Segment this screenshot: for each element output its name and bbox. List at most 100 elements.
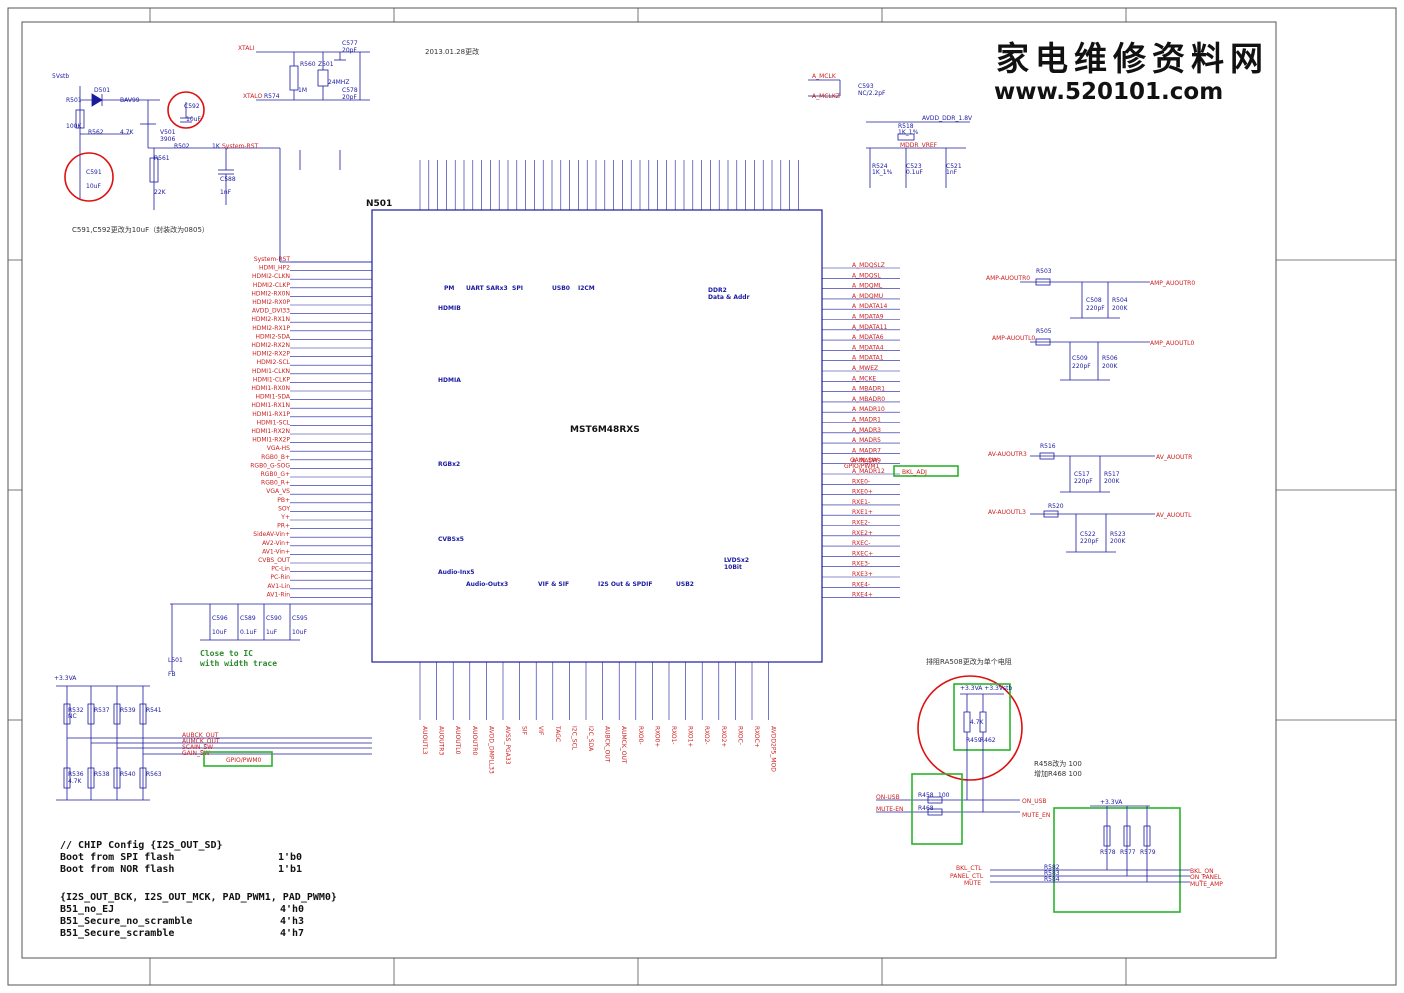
- label-system-rst: System-RST: [222, 143, 259, 150]
- label-c509: C509: [1072, 355, 1088, 362]
- net-label-right: A_MADR10: [852, 406, 885, 413]
- net-label-right: A_MDATA9: [852, 314, 884, 321]
- label-r524: R524: [872, 163, 888, 170]
- highlight-circle-c591: [64, 152, 114, 202]
- config-no-ej: B51_no_EJ: [60, 904, 114, 915]
- label-r502: R502: [174, 143, 190, 150]
- config-secure-scramble-val: 4'h7: [280, 928, 304, 939]
- label-c509-val: 220pF: [1072, 363, 1091, 370]
- net-label-right: A_MADR5: [852, 437, 881, 444]
- net-label-left: AV1-Vin+: [262, 548, 290, 555]
- label-r536: R536: [68, 771, 84, 778]
- highlight-box-bkl-adj: [893, 465, 959, 477]
- net-label-bottom: AUOUTL0: [454, 726, 461, 755]
- net-bkl-adj: BKL_ADJ: [902, 469, 927, 476]
- label-r459-val: 4.7K: [970, 719, 985, 726]
- net-label-left: HDMI1-SDA: [256, 394, 291, 401]
- net-label-bottom: AVDD_DMPLL33: [487, 726, 494, 774]
- ic-block-label: HDMIB: [438, 305, 461, 312]
- net-label-left: RGB0_R+: [261, 480, 290, 487]
- net-label-left: HDMI2-RX0P: [252, 299, 290, 306]
- ic-ref: N501: [366, 199, 392, 209]
- label-r537: R537: [94, 707, 110, 714]
- label-c596: C596: [212, 615, 228, 622]
- label-r536-val: 4.7K: [68, 778, 83, 785]
- au25-decoupling: [170, 603, 372, 672]
- note-c591-c592: C591,C592更改为10uF（封装改为0805）: [72, 225, 209, 234]
- ic-block-label: Audio-Outx3: [466, 581, 508, 588]
- net-3v3a-right: +3.3VA: [1100, 799, 1123, 806]
- net-label-right: A_MBADR0: [852, 396, 885, 403]
- net-label-bottom: AVSS_PGA33: [504, 726, 511, 765]
- label-c592: C592: [184, 103, 200, 110]
- label-c517: C517: [1074, 471, 1090, 478]
- label-r523-val: 200K: [1110, 538, 1126, 545]
- label-c522: C522: [1080, 531, 1096, 538]
- highlight-box-gpio-pwm0: [203, 751, 273, 767]
- ic-block-label: Audio-Inx5: [438, 569, 474, 576]
- label-r584: R584: [1044, 876, 1060, 883]
- label-r516: R516: [1040, 443, 1056, 450]
- net-label-bottom: RXO1-: [670, 726, 677, 745]
- label-r541: R541: [146, 707, 162, 714]
- net-label-bottom: RXOC-: [736, 726, 743, 745]
- net-label-bottom: AVDD2P5_MOD: [770, 726, 777, 772]
- label-c596-val: 10uF: [212, 629, 227, 636]
- net-label-right: A_MADR12: [852, 468, 885, 475]
- label-d501: D501: [94, 87, 110, 94]
- ic-block-label: DDR2: [708, 287, 727, 294]
- note-r468: 增加R468 100: [1034, 769, 1082, 778]
- net-bkl-ctl: BKL_CTL: [956, 865, 982, 872]
- net-label-left: HDMI1-RX1P: [252, 411, 290, 418]
- config-title: // CHIP Config {I2S_OUT_SD}: [60, 839, 223, 851]
- label-r532: R532: [68, 707, 84, 714]
- net-label-bottom: RXO0+: [653, 726, 660, 747]
- highlight-circle-ra508: [917, 675, 1023, 781]
- config-secure-no-scramble-val: 4'h3: [280, 916, 304, 927]
- label-r468: R468: [918, 805, 934, 812]
- net-label-bottom: RXO2-: [703, 726, 710, 745]
- label-v501: V501: [160, 129, 176, 136]
- ic-block-label: USB2: [676, 581, 694, 588]
- net-label-bottom: RXO1+: [687, 726, 694, 747]
- ic-block-label: SPI: [512, 285, 523, 292]
- net-label-left: Y+: [280, 514, 290, 521]
- label-r574: R574: [264, 93, 280, 100]
- label-xtal-freq: 24MHZ: [328, 79, 349, 86]
- net-label-right: RXE3-: [852, 561, 870, 568]
- label-c523: C523: [906, 163, 922, 170]
- net-amp-auoutr0-in: AMP-AUOUTR0: [986, 275, 1030, 282]
- ic-block-label: I2S Out & SPDIF: [598, 581, 653, 588]
- mclk-vref-circuit: [808, 79, 970, 188]
- net-label-left: HDMI1-CLKP: [253, 376, 291, 383]
- watermark-url: www.520101.com: [994, 79, 1223, 105]
- label-c521: C521: [946, 163, 962, 170]
- net-label-left: PB+: [277, 497, 290, 504]
- net-label-left: System-RST: [254, 256, 291, 263]
- label-r538: R538: [94, 771, 110, 778]
- label-c590-val: 1uF: [266, 629, 278, 636]
- label-c595: C595: [292, 615, 308, 622]
- net-bkl-on: BKL_ON: [1190, 868, 1214, 875]
- label-c591: C591: [86, 169, 102, 176]
- ic-block-label: UART: [466, 285, 485, 292]
- highlight-box-r459-r462: [953, 683, 1011, 751]
- label-c593: C593: [858, 83, 874, 90]
- label-c577-val: 20pF: [342, 47, 357, 54]
- net-av-auoutl: AV_AUOUTL: [1156, 512, 1192, 519]
- net-xtalo: XTALO: [243, 93, 262, 100]
- label-c588: C588: [220, 176, 236, 183]
- ic-block-label: HDMIA: [438, 377, 461, 384]
- label-r563: R563: [146, 771, 162, 778]
- ic-pins-right: A_MDQSLZA_MDQSLA_MDQMLA_MDQMUA_MDATA14A_…: [822, 262, 900, 599]
- net-label-right: A_MDQMU: [852, 293, 883, 300]
- net-label-left: RGB0_G-SOG: [250, 462, 290, 469]
- net-3v3a-left: +3.3VA: [54, 675, 77, 682]
- label-r458: R458: [918, 792, 934, 799]
- ic-block-label: LVDSx2: [724, 557, 749, 564]
- chip-config-block: // CHIP Config {I2S_OUT_SD} Boot from SP…: [60, 839, 337, 939]
- net-label-left: HDMI2-CLKP: [253, 282, 291, 289]
- net-label-right: A_MDQSLZ: [852, 262, 885, 269]
- ic-block-label: SARx3: [486, 285, 508, 292]
